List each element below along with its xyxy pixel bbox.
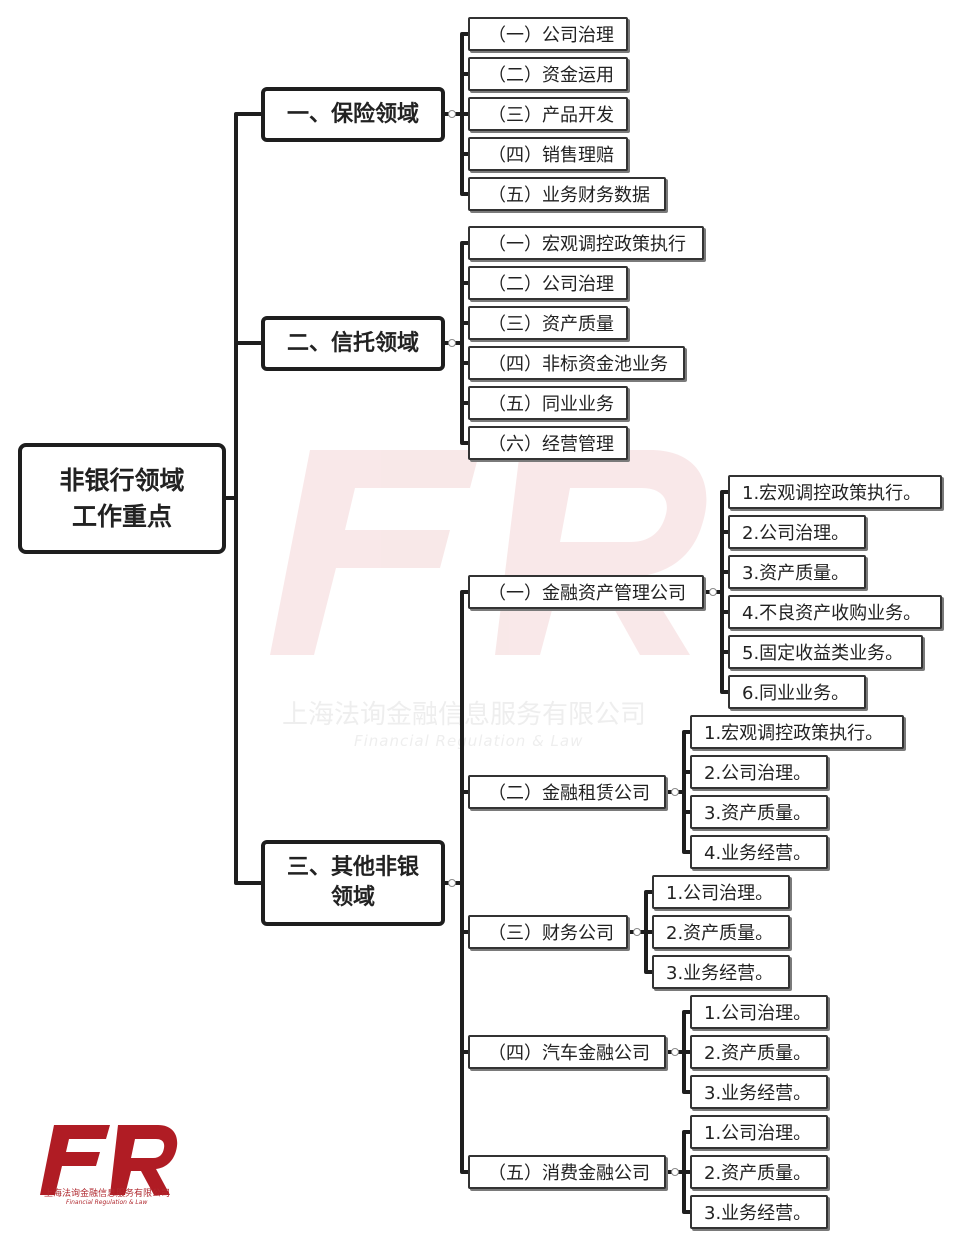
leaf-node: 4.不良资产收购业务。 — [728, 595, 942, 629]
leaf-node: 1.宏观调控政策执行。 — [690, 715, 904, 749]
topic-node: （五）消费金融公司 — [468, 1155, 666, 1189]
branch-label: 二、信托领域 — [286, 330, 419, 356]
leaf-node: 3.业务经营。 — [690, 1075, 828, 1109]
collapse-dot — [633, 928, 641, 936]
topic-node: （一）公司治理 — [468, 17, 628, 51]
leaf-node: 2.资产质量。 — [690, 1035, 828, 1069]
watermark-company-cn: 上海法询金融信息服务有限公司 — [282, 700, 647, 730]
leaf-node: 3.资产质量。 — [690, 795, 828, 829]
branch-label-line-1: 三、其他非银 — [286, 855, 419, 880]
topic-node: （二）资金运用 — [468, 57, 628, 91]
collapse-dot — [709, 588, 717, 596]
topic-node: （四）销售理赔 — [468, 137, 628, 171]
connector-line — [224, 112, 263, 885]
leaf-node: 1.宏观调控政策执行。 — [728, 475, 942, 509]
collapse-dot — [671, 788, 679, 796]
leaf-node: 1.公司治理。 — [652, 875, 790, 909]
leaf-node: 2.公司治理。 — [690, 755, 828, 789]
topic-node: （五）业务财务数据 — [468, 177, 666, 211]
leaf-node: 3.业务经营。 — [652, 955, 790, 989]
collapse-dot — [448, 339, 456, 347]
topic-node: （二）金融租赁公司 — [468, 775, 666, 809]
leaf-node: 1.公司治理。 — [690, 995, 828, 1029]
leaf-node: 5.固定收益类业务。 — [728, 635, 923, 669]
leaf-node: 4.业务经营。 — [690, 835, 828, 869]
leaf-node: 2.资产质量。 — [652, 915, 790, 949]
leaf-node: 3.业务经营。 — [690, 1195, 828, 1229]
leaf-node: 2.资产质量。 — [690, 1155, 828, 1189]
collapse-dot — [671, 1168, 679, 1176]
root-line-1: 非银行领域 — [59, 465, 185, 495]
topic-node: （二）公司治理 — [468, 266, 628, 300]
branch-label-line-2: 领域 — [330, 885, 375, 910]
branch-label: 一、保险领域 — [286, 101, 419, 127]
topic-node: （三）财务公司 — [468, 915, 628, 949]
leaf-node: 6.同业业务。 — [728, 675, 866, 709]
leaf-node: 2.公司治理。 — [728, 515, 866, 549]
watermark-company-en: Financial Regulation & Law — [354, 732, 584, 750]
topic-node: （三）资产质量 — [468, 306, 628, 340]
leaf-node: 1.公司治理。 — [690, 1115, 828, 1149]
root-line-2: 工作重点 — [71, 501, 172, 531]
topic-node: （四）非标资金池业务 — [468, 346, 685, 380]
topic-node: （六）经营管理 — [468, 426, 628, 460]
branch-trust: 二、信托领域 — [261, 316, 445, 371]
leaf-node: 3.资产质量。 — [728, 555, 866, 589]
logo-company-cn: 上海法询金融信息服务有限公司 — [44, 1189, 171, 1199]
topic-node: （四）汽车金融公司 — [468, 1035, 666, 1069]
root-node: 非银行领域 工作重点 — [18, 443, 226, 554]
collapse-dot — [448, 879, 456, 887]
topic-node: （五）同业业务 — [468, 386, 628, 420]
fr-logo — [40, 1125, 178, 1195]
collapse-dot — [671, 1048, 679, 1056]
topic-node: （一）宏观调控政策执行 — [468, 226, 704, 260]
collapse-dot — [448, 110, 456, 118]
branch-insurance: 一、保险领域 — [261, 87, 445, 142]
logo-company-en: Financial Regulation & Law — [66, 1199, 148, 1206]
topic-node: （三）产品开发 — [468, 97, 628, 131]
branch-other-nonbank: 三、其他非银 领域 — [261, 840, 445, 926]
topic-node: （一）金融资产管理公司 — [468, 575, 704, 609]
